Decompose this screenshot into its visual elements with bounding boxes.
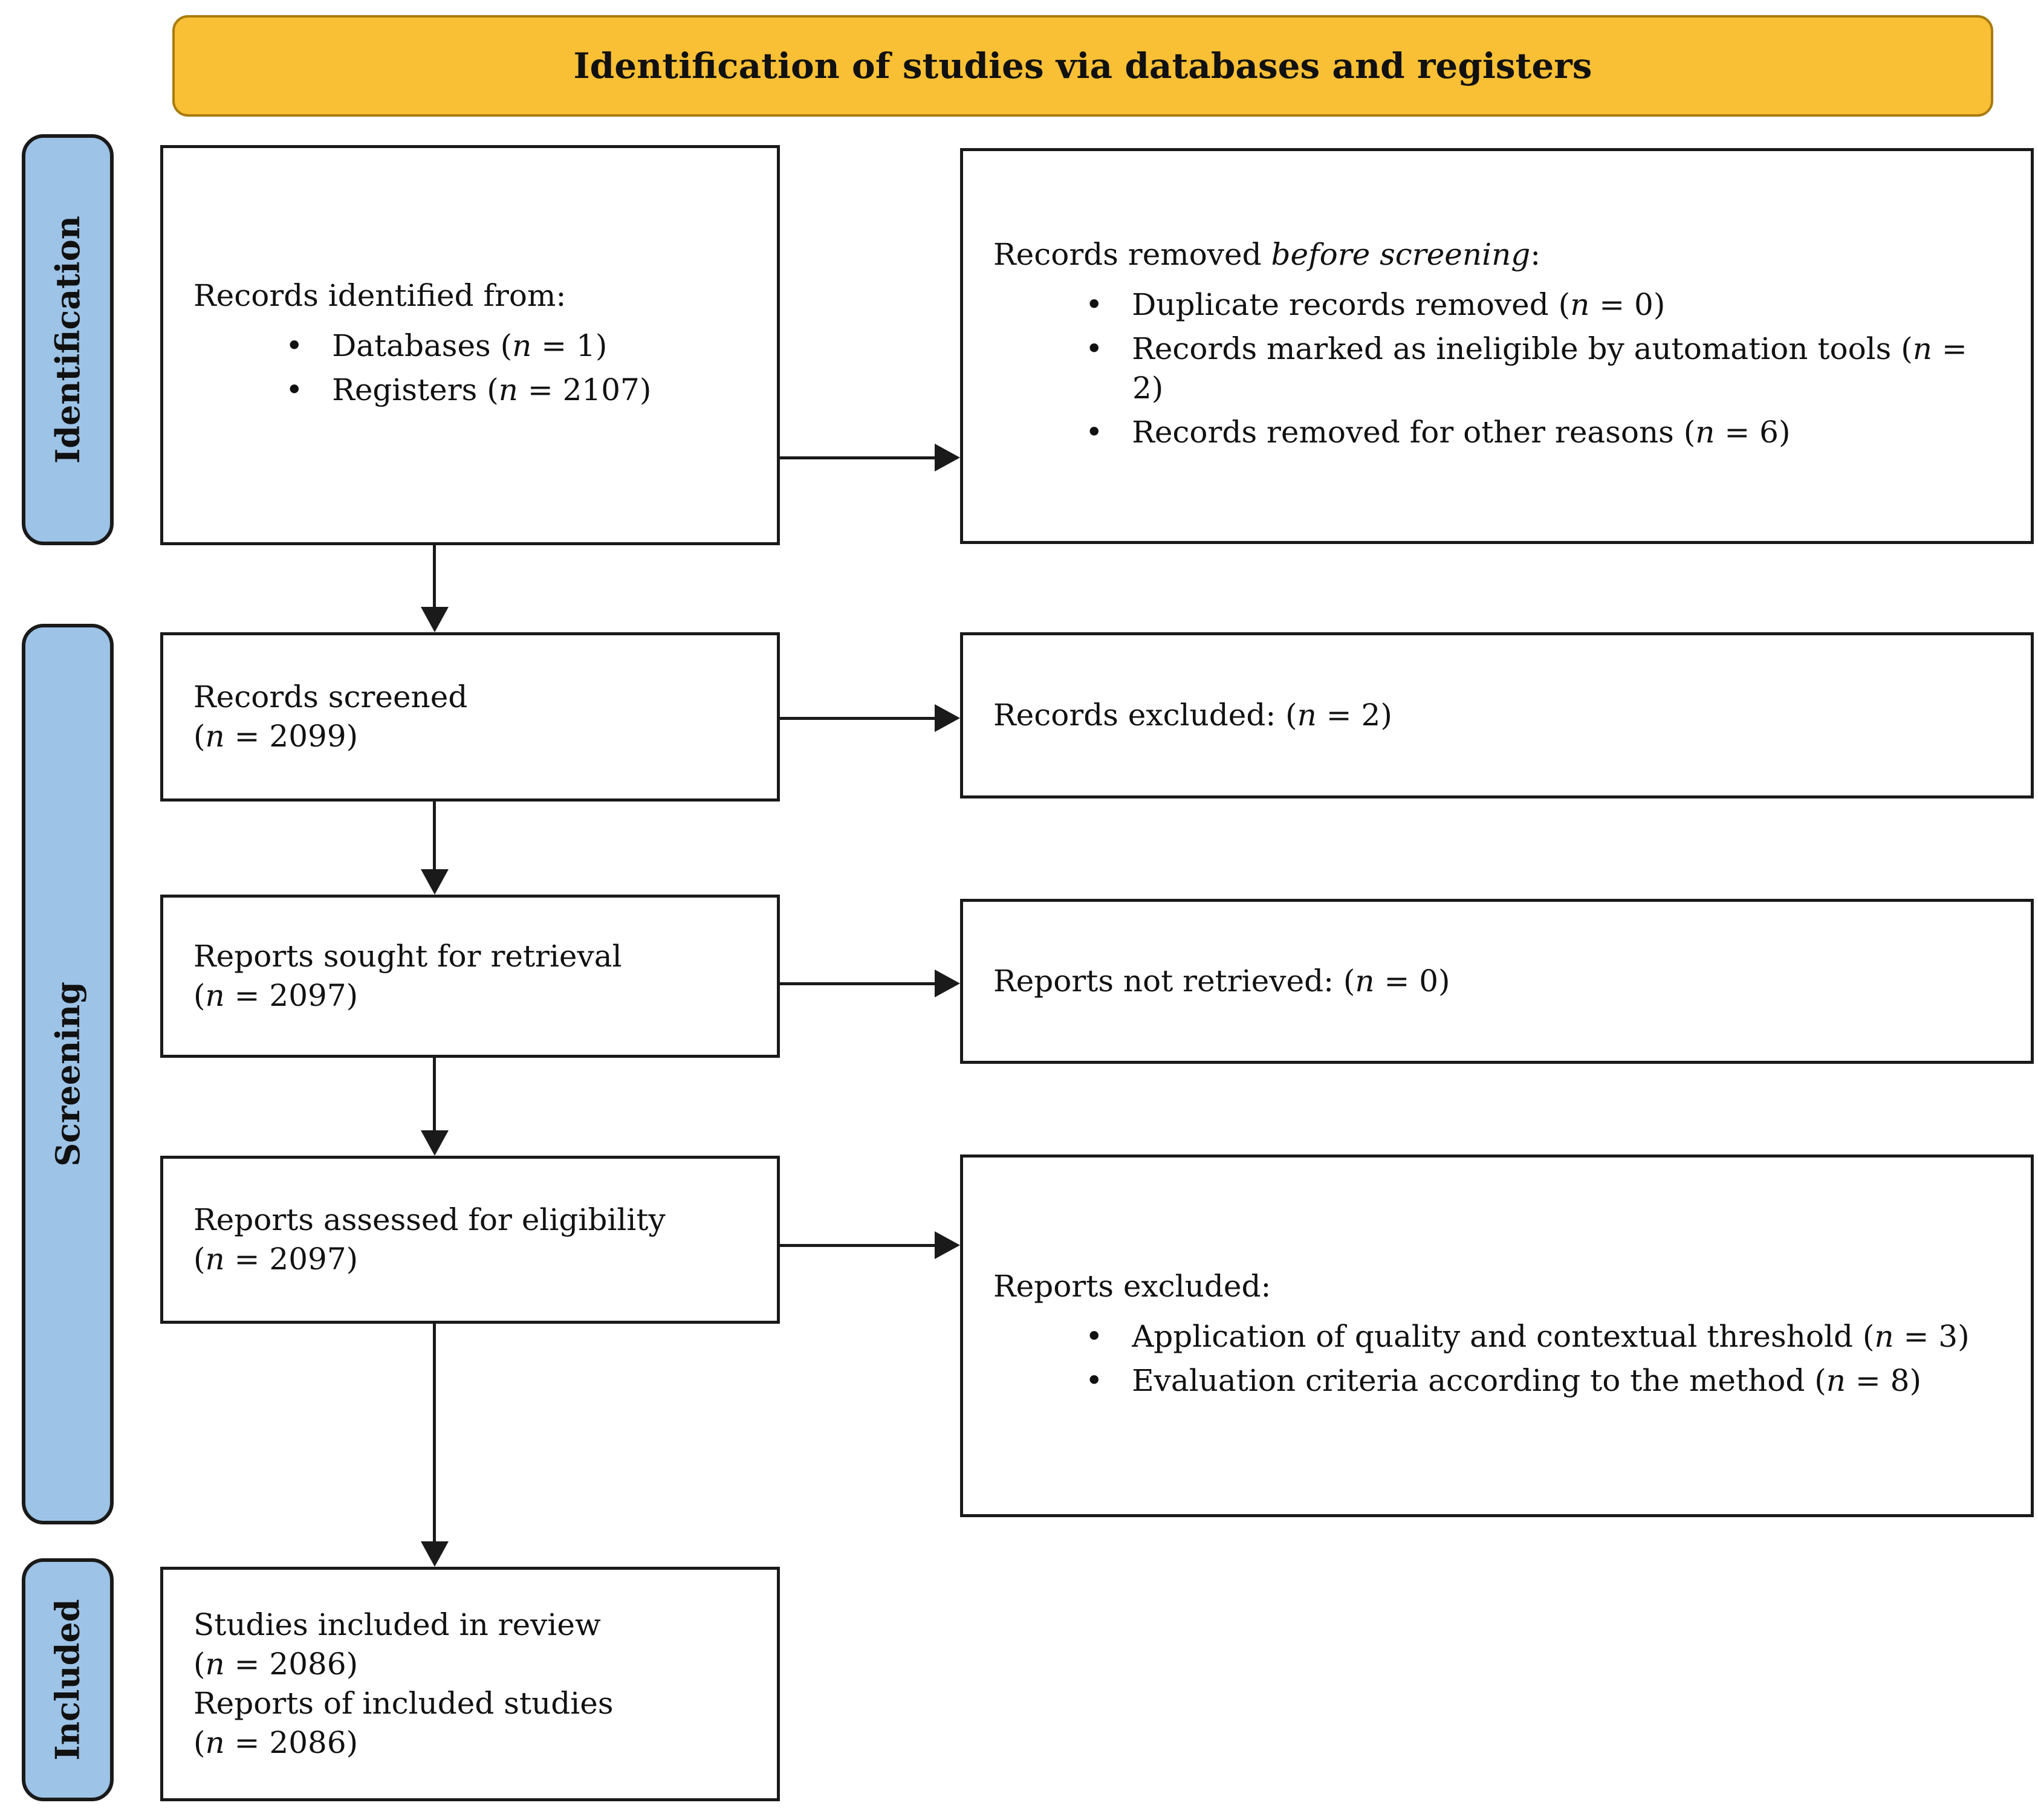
box-reports-assessed: Reports assessed for eligibility (n = 20… [160,1156,780,1324]
bullet-item: Records marked as ineligible by automati… [1042,329,2007,408]
box-line: Studies included in review [193,1607,601,1642]
bullet-list: Databases (n = 1) Registers (n = 2107) [242,322,753,415]
box-heading: Reports excluded: [993,1268,1271,1304]
box-line: Reports sought for retrieval [193,939,622,974]
down-arrow-line [433,545,436,608]
box-line: (n = 2086) [193,1725,359,1760]
down-arrow-icon [421,1541,449,1567]
bullet-list: Application of quality and contextual th… [1042,1312,2007,1405]
box-line: Records screened [193,679,468,714]
bullet-item: Records removed for other reasons (n = 6… [1042,413,2007,452]
bullet-item: Databases (n = 1) [242,326,753,366]
down-arrow-icon [421,607,449,632]
stage-label-text: Screening [48,982,87,1167]
right-arrow-icon [935,444,960,471]
down-arrow-icon [421,1130,449,1156]
diagram-title: Identification of studies via databases … [573,45,1592,86]
box-line: Reports of included studies [193,1686,614,1721]
right-arrow-icon [935,1231,960,1259]
bullet-list: Duplicate records removed (n = 0) Record… [1042,280,2007,457]
box-line: Reports not retrieved: (n = 0) [993,963,1450,999]
stage-label-text: Included [48,1599,88,1761]
box-records-removed: Records removed before screening: Duplic… [960,148,2034,544]
stage-label-text: Identification [48,216,87,464]
bullet-item: Evaluation criteria according to the met… [1042,1361,2007,1401]
right-arrow-line [780,982,936,985]
stage-label-screening: Screening [22,624,114,1524]
down-arrow-line [433,1324,436,1543]
box-line: (n = 2097) [193,1242,359,1277]
right-arrow-line [780,717,936,720]
bullet-item: Registers (n = 2107) [242,371,753,410]
box-studies-included: Studies included in review (n = 2086) Re… [160,1567,780,1801]
box-heading: Records identified from: [193,277,566,313]
box-records-screened: Records screened (n = 2099) [160,632,780,802]
box-heading: Records removed before screening: [993,237,1541,272]
bullet-item: Duplicate records removed (n = 0) [1042,285,2007,325]
stage-label-identification: Identification [22,134,114,545]
down-arrow-icon [421,869,449,895]
bullet-item: Application of quality and contextual th… [1042,1317,2007,1356]
title-banner: Identification of studies via databases … [172,15,1993,117]
box-line: Reports assessed for eligibility [193,1202,666,1237]
down-arrow-line [433,802,436,870]
box-reports-not-retrieved: Reports not retrieved: (n = 0) [960,899,2034,1064]
box-reports-sought: Reports sought for retrieval (n = 2097) [160,895,780,1058]
box-line: (n = 2099) [193,719,359,754]
right-arrow-icon [935,970,960,997]
box-records-identified: Records identified from: Databases (n = … [160,145,780,545]
box-line: Records excluded: (n = 2) [993,698,1392,733]
down-arrow-line [433,1058,436,1132]
box-reports-excluded: Reports excluded: Application of quality… [960,1155,2034,1517]
stage-label-included: Included [22,1558,114,1801]
box-line: (n = 2086) [193,1647,359,1682]
right-arrow-line [780,1244,936,1247]
box-records-excluded: Records excluded: (n = 2) [960,632,2034,798]
right-arrow-icon [935,704,960,732]
box-line: (n = 2097) [193,978,359,1013]
right-arrow-line [780,456,936,459]
